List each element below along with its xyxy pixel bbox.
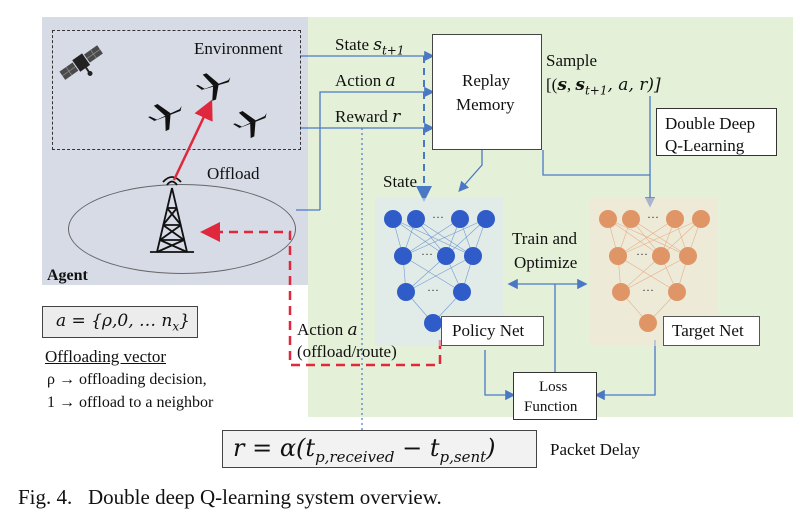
satellite-icon — [59, 45, 103, 80]
offload-vector-formula: a = {ρ,0, … nx} — [56, 311, 190, 334]
policy-net-box — [441, 316, 544, 346]
policy-net-edge — [402, 218, 461, 257]
figure-caption: Fig. 4. Double deep Q-learning system ov… — [18, 485, 442, 509]
sample-tuple: [(s, st+1, a, r)] — [546, 75, 661, 98]
replay-memory-box — [432, 34, 542, 150]
target-net-edge — [617, 218, 676, 257]
ddql-line1: Double Deep — [665, 114, 756, 133]
offload-label: Offload — [207, 164, 260, 183]
policy-net-edge — [402, 218, 487, 257]
policy-net-edge — [405, 255, 474, 293]
policy-net-node — [451, 210, 469, 228]
policy-net-node — [437, 247, 455, 265]
reward-equation-caption: Packet Delay — [550, 440, 641, 459]
train-line1: Train and — [512, 229, 578, 248]
ddql-box — [656, 108, 777, 156]
environment-box — [52, 30, 301, 150]
state-to-policy-label: State — [383, 172, 417, 191]
replay-memory-line2: Memory — [456, 95, 515, 114]
policy-net-node — [464, 247, 482, 265]
reward-equation: r = α(tp,received − tp,sent) — [233, 434, 496, 466]
loss-line1: Loss — [539, 379, 568, 395]
environment-label: Environment — [194, 39, 283, 58]
target-net-node — [612, 283, 630, 301]
offload-vector-item2: 1 → offload to a neighbor — [47, 394, 214, 411]
target-net-edge — [620, 255, 689, 293]
policy-net-node — [453, 283, 471, 301]
replay-memory-line1: Replay — [462, 71, 511, 90]
agent-ellipse — [68, 184, 296, 274]
action-feedback-arrow — [200, 222, 442, 367]
ddql-line2: Q-Learning — [665, 136, 745, 155]
state-signal-label: State st+1 — [335, 35, 405, 58]
policy-net-node — [407, 210, 425, 228]
target-net-edge — [607, 218, 662, 257]
reward-signal-label: Reward r — [335, 107, 401, 127]
sample-title: Sample — [546, 51, 597, 70]
target-net-node — [666, 210, 684, 228]
loss-function-box — [513, 372, 597, 420]
target-net-edge — [617, 218, 702, 257]
action-output-line2: (offload/route) — [297, 342, 397, 361]
agent-label: Agent — [47, 267, 88, 284]
offload-vector-formula-box — [42, 306, 198, 338]
train-line2: Optimize — [514, 253, 578, 272]
policy-net-node — [397, 283, 415, 301]
target-net-node — [622, 210, 640, 228]
target-net-label: Target Net — [672, 321, 744, 340]
action-output-line1: Action a — [297, 320, 358, 340]
policy-net-ellipsis: ··· — [421, 247, 433, 261]
target-net-node — [609, 247, 627, 265]
policy-net-edge — [392, 218, 474, 257]
target-net-ellipsis: ··· — [636, 247, 648, 261]
target-net-edge — [607, 218, 689, 257]
uav-icon — [196, 73, 231, 101]
policy-net-node — [394, 247, 412, 265]
policy-net-edge — [402, 255, 463, 293]
policy-net-ellipsis: ··· — [432, 210, 444, 224]
uav-icon — [233, 111, 267, 139]
target-network: ··· ··· ··· — [590, 198, 718, 346]
target-net-ellipsis: ··· — [647, 210, 659, 224]
target-net-node — [639, 314, 657, 332]
policy-net-edge — [392, 218, 447, 257]
policy-net-node — [384, 210, 402, 228]
policy-net-ellipsis: ··· — [427, 283, 439, 297]
target-net-node — [668, 283, 686, 301]
target-net-ellipsis: ··· — [642, 283, 654, 297]
tower-icon — [150, 176, 194, 253]
target-net-box — [663, 316, 760, 346]
loss-line2: Function — [524, 399, 578, 415]
target-net-node — [652, 247, 670, 265]
target-net-edge — [660, 218, 702, 257]
offload-arrow — [172, 99, 213, 181]
offload-vector-item1: ρ → offloading decision, — [47, 371, 207, 388]
target-net-node — [599, 210, 617, 228]
uav-icon — [148, 104, 182, 132]
reward-equation-box — [222, 430, 537, 468]
policy-net-node — [424, 314, 442, 332]
policy-net-node — [477, 210, 495, 228]
policy-net-edge — [445, 218, 487, 257]
target-net-node — [692, 210, 710, 228]
action-signal-label: Action a — [335, 71, 396, 91]
target-net-edge — [617, 255, 678, 293]
target-net-node — [679, 247, 697, 265]
offload-vector-title: Offloading vector — [45, 347, 167, 366]
policy-net-label: Policy Net — [452, 321, 525, 340]
